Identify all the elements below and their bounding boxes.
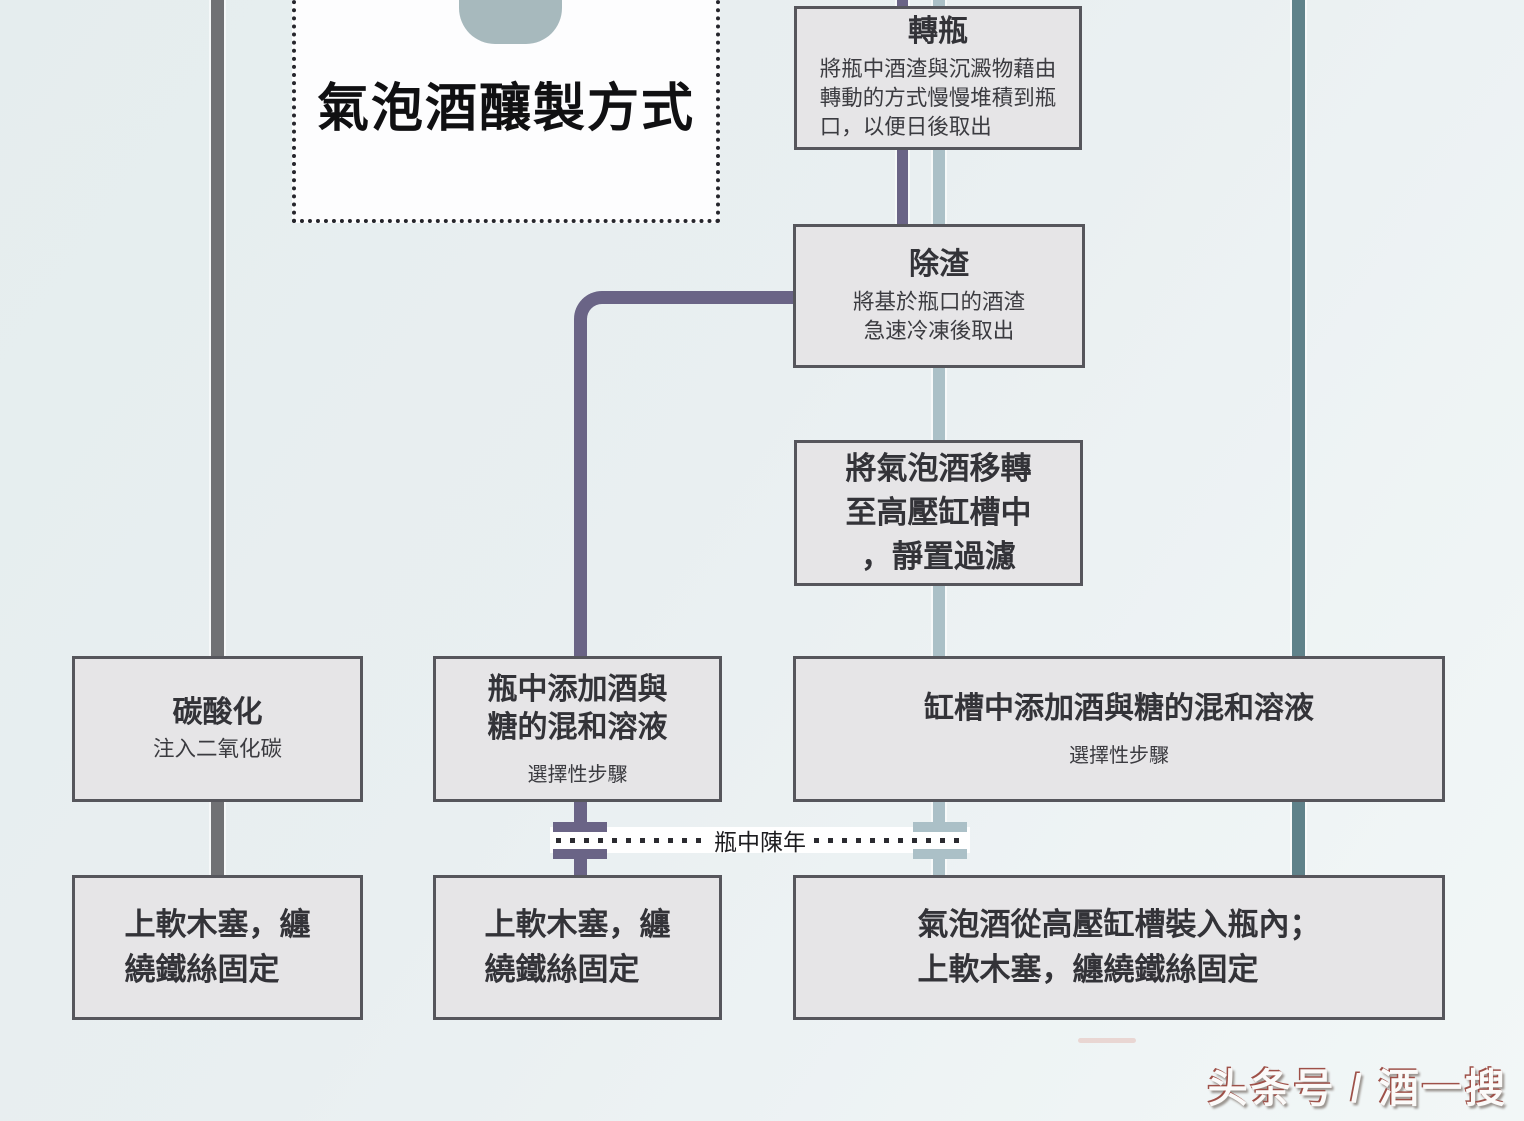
box-disgorging-desc: 將基於瓶口的酒渣 急速冷凍後取出 [852,289,1025,343]
box-bottle-dosage-title: 瓶中添加酒與 糖的混和溶液 [487,673,668,744]
box-cork-middle-text: 上軟木塞，纏 繞鐵絲固定 [484,907,671,987]
box-carbonation-desc: 注入二氧化碳 [152,737,282,762]
box-cork-left-text: 上軟木塞，纏 繞鐵絲固定 [124,907,311,987]
box-tank-dosage: 缸槽中添加酒與糖的混和溶液 選擇性步驟 [793,656,1445,802]
box-riddling: 轉瓶 將瓶中酒渣與沉澱物藉由 轉動的方式慢慢堆積到瓶 口，以便日後取出 [794,6,1082,150]
box-riddling-desc: 將瓶中酒渣與沉澱物藉由 轉動的方式慢慢堆積到瓶 口，以便日後取出 [819,56,1057,140]
dotted-leader-left [556,837,706,843]
box-tank-transfer: 將氣泡酒移轉 至高壓缸槽中 ，靜置過濾 [794,440,1083,586]
box-tank-transfer-text: 將氣泡酒移轉 至高壓缸槽中 ，靜置過濾 [845,450,1032,574]
box-cork-left: 上軟木塞，纏 繞鐵絲固定 [72,875,363,1020]
tick-blue-top [913,822,967,832]
smudge-mark [1078,1038,1136,1043]
tick-purple-bottom [553,849,607,859]
box-bottling-cork: 氣泡酒從高壓缸槽裝入瓶內； 上軟木塞，纏繞鐵絲固定 [793,875,1445,1020]
box-bottle-dosage: 瓶中添加酒與 糖的混和溶液 選擇性步驟 [433,656,722,802]
box-riddling-title: 轉瓶 [908,15,968,49]
watermark-text: 头条号 / 酒一搜 [1207,1067,1508,1111]
box-disgorging: 除渣 將基於瓶口的酒渣 急速冷凍後取出 [793,224,1085,368]
box-carbonation: 碳酸化 注入二氧化碳 [72,656,363,802]
box-bottling-cork-text: 氣泡酒從高壓缸槽裝入瓶內； 上軟木塞，纏繞鐵絲固定 [917,907,1321,987]
box-tank-dosage-note: 選擇性步驟 [1069,745,1169,768]
box-tank-dosage-title: 缸槽中添加酒與糖的混和溶液 [924,691,1314,725]
tick-blue-bottom [913,849,967,859]
bottle-aging-band: 瓶中陳年 [550,827,970,855]
tick-purple-top [553,822,607,832]
dotted-leader-right [814,837,964,843]
diagram-title: 氣泡酒釀製方式 [316,80,695,138]
box-cork-middle: 上軟木塞，纏 繞鐵絲固定 [433,875,722,1020]
bottle-icon [459,0,562,44]
aging-label: 瓶中陳年 [714,829,806,855]
box-disgorging-title: 除渣 [909,248,969,282]
box-carbonation-title: 碳酸化 [172,695,263,729]
box-bottle-dosage-note: 選擇性步驟 [527,764,628,786]
